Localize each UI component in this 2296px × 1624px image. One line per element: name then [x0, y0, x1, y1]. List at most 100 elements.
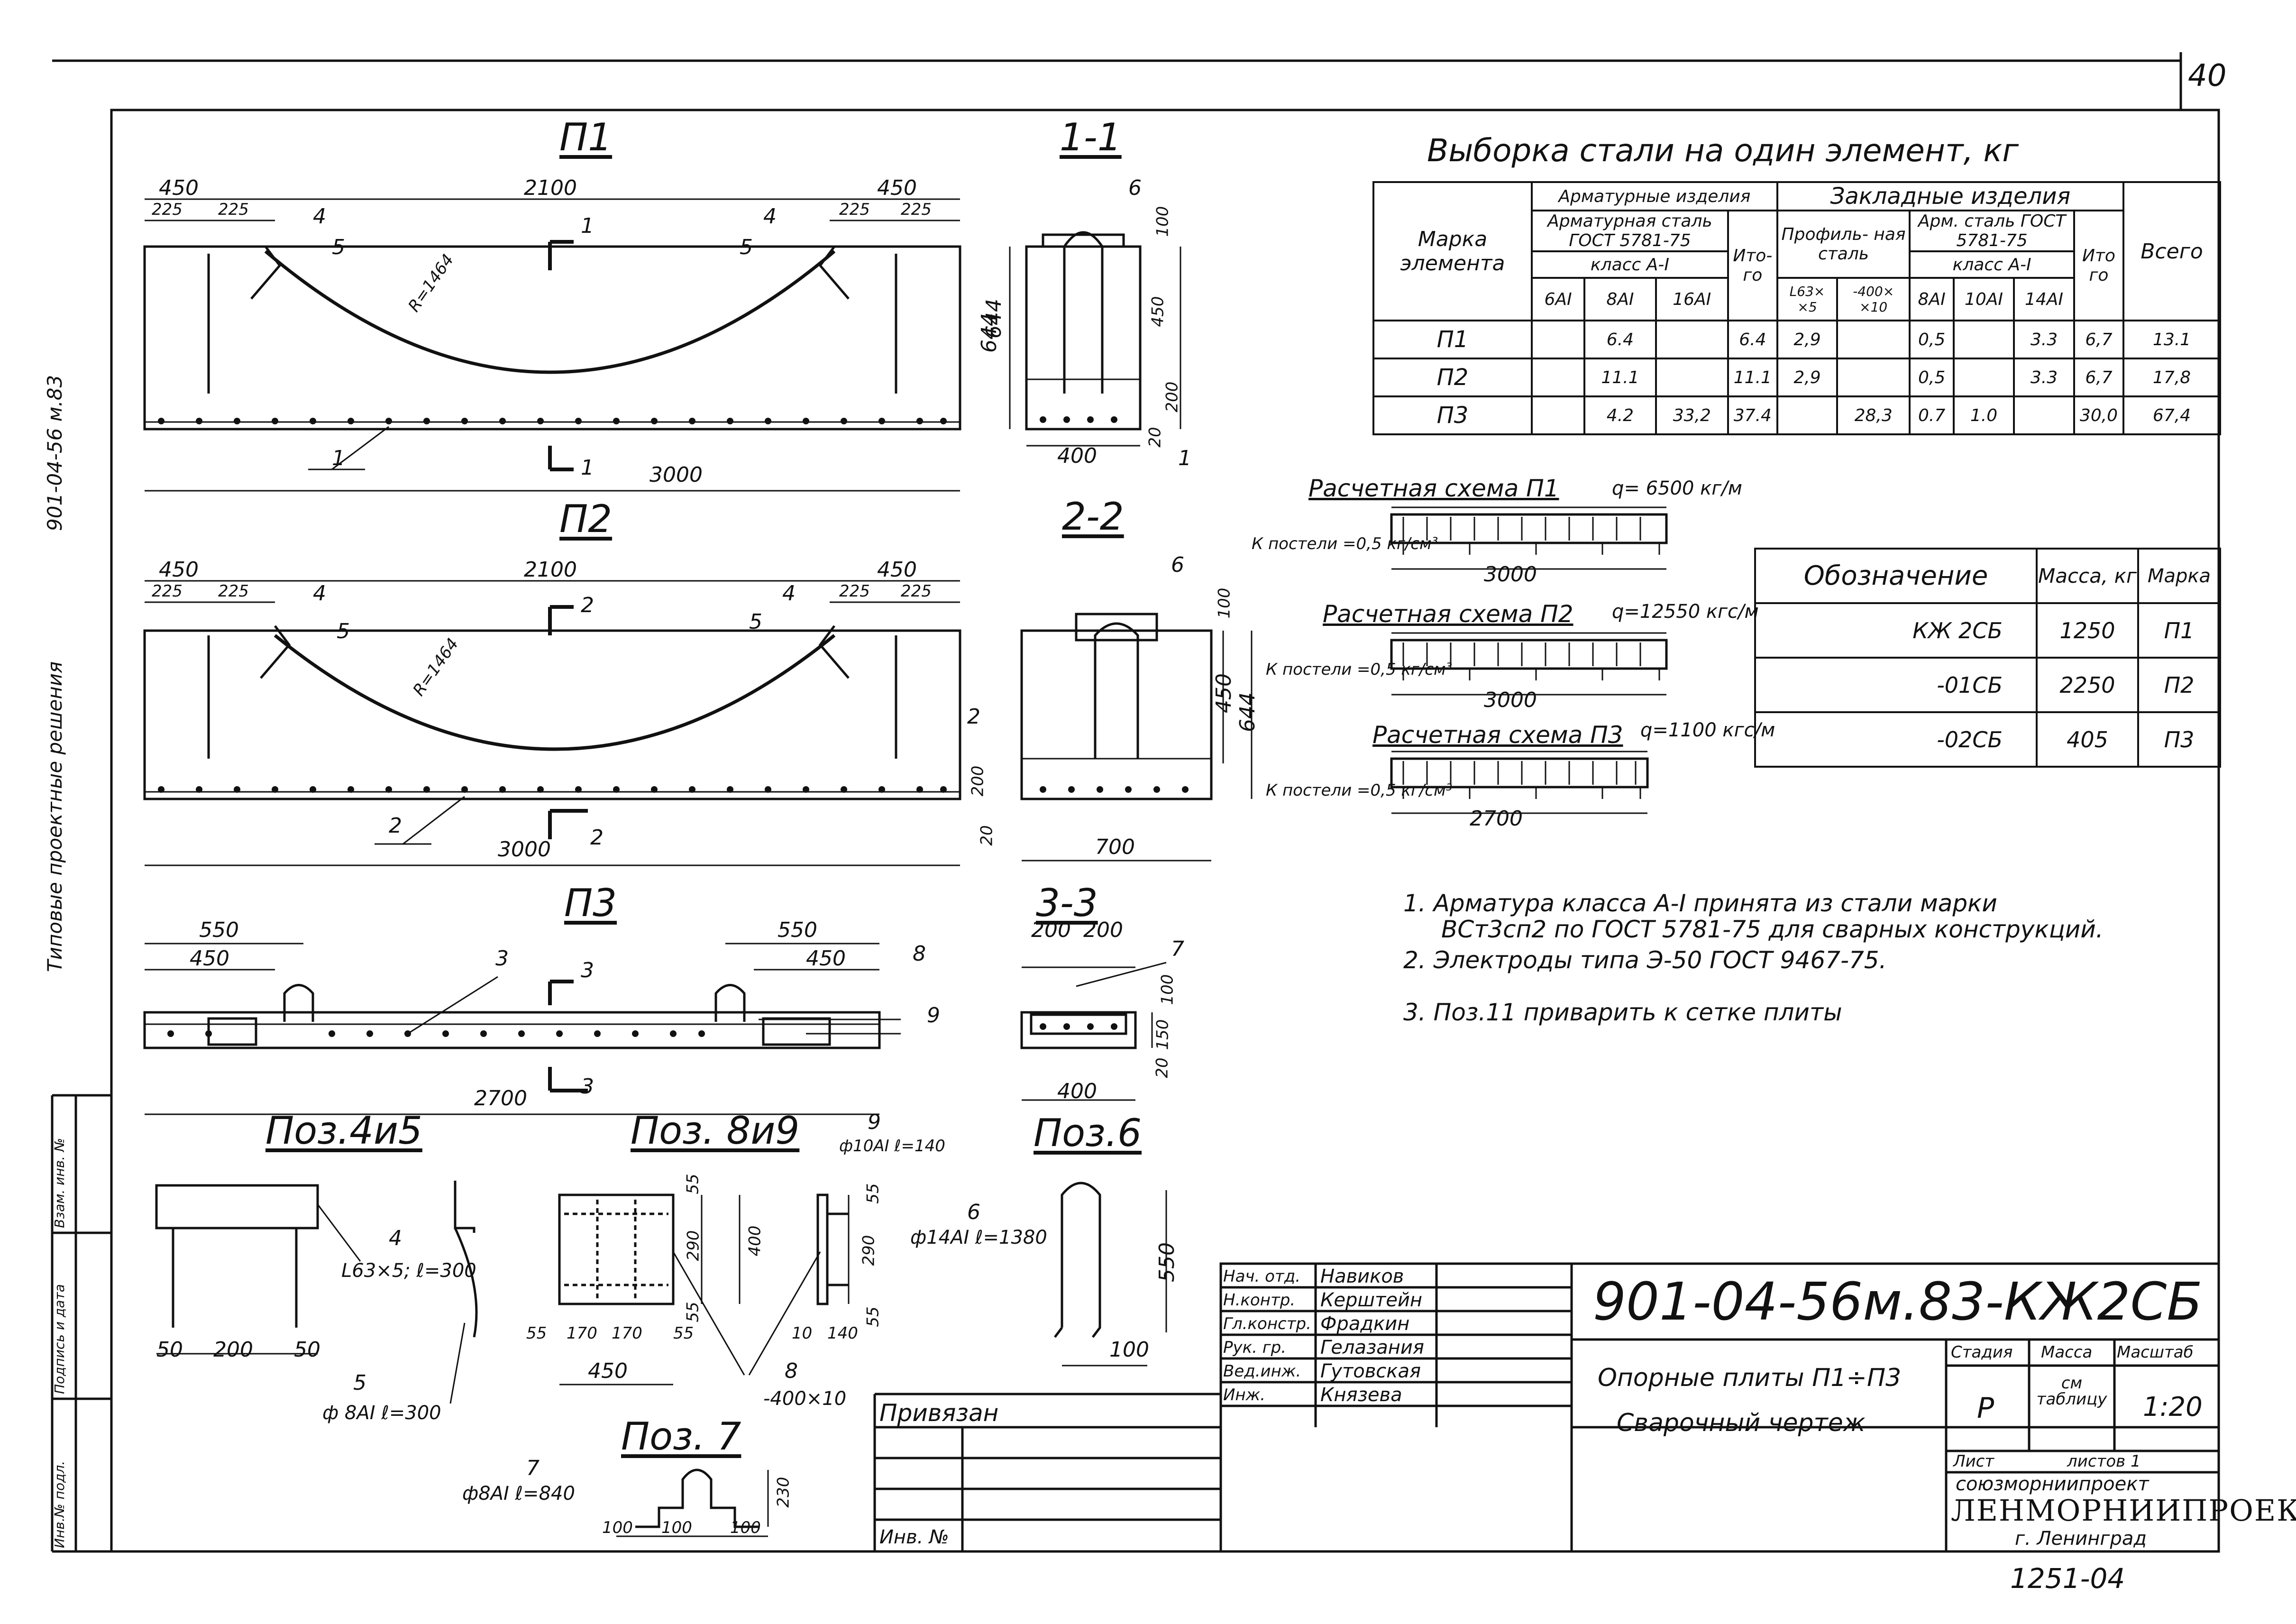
row-mark: П2	[1372, 358, 1533, 397]
th-16ai: 16AI	[1655, 277, 1729, 321]
load-arrows	[1402, 517, 1660, 799]
cell	[1655, 320, 1729, 359]
p3-pos-8: 8	[913, 942, 926, 966]
p1-dim-225c: 225	[839, 200, 870, 219]
poz89-pos-8: 8	[785, 1359, 798, 1383]
poz89-dim-170a: 170	[567, 1324, 597, 1343]
page-number: 40	[2188, 58, 2227, 93]
poz-4-5-drawing	[155, 1181, 478, 1404]
load-scheme-p3	[1390, 751, 1649, 814]
scheme-p3-support: К постели =0,5 кг/см³	[1266, 781, 1453, 800]
poz7-dim-100b: 100	[661, 1518, 692, 1537]
p2-title: П2	[559, 497, 613, 541]
s33-dim-20: 20	[1153, 1057, 1172, 1078]
s33-dim-200b: 200	[1083, 918, 1123, 942]
p3-dim-2700: 2700	[474, 1086, 527, 1110]
note-1b: ВСт3сп2 по ГОСТ 5781-75 для сварных конс…	[1441, 916, 2104, 943]
s33-pos-7: 7	[1171, 937, 1184, 961]
s33-dim-150: 150	[1153, 1019, 1172, 1050]
side-stamp-inv: Инв.№ подл.	[52, 1460, 67, 1548]
p2-pos-5a: 5	[337, 619, 350, 643]
poz45-pos4-spec: L63×5; ℓ=300	[341, 1260, 476, 1282]
scheme-p3-span: 2700	[1470, 807, 1523, 831]
poz89-dim-55e: 55	[863, 1183, 883, 1204]
p2-pos-2: 2	[389, 814, 402, 838]
th-class-a1: класс А-I	[1531, 250, 1729, 279]
p2-dim-450b: 450	[877, 558, 917, 582]
sheets-label: листов 1	[2067, 1452, 2141, 1471]
p1-pos-4a: 4	[313, 204, 326, 229]
cell-mark: П2	[2137, 657, 2221, 713]
s11-dim-100: 100	[1153, 206, 1172, 237]
note-3: 3. Поз.11 приварить к сетке плиты	[1403, 999, 1842, 1026]
th-class-a1-2: класс А-I	[1909, 250, 2075, 279]
left-margin-text: Типовые проектные решения	[43, 661, 66, 972]
cell-mass: 2250	[2036, 657, 2139, 713]
section-2-2	[1020, 613, 1253, 862]
scheme-p1-load: q= 6500 кг/м	[1612, 477, 1742, 499]
side-stamp-vzam: Взам. инв. №	[52, 1138, 67, 1228]
cell	[1530, 320, 1586, 359]
sheet-label: Лист	[1953, 1452, 1994, 1471]
inv-label: Инв. №	[879, 1526, 949, 1548]
s11-dim-644: 644	[981, 299, 1006, 339]
poz89-pos9-spec: ф10AI ℓ=140	[839, 1137, 945, 1156]
load-scheme-p1	[1390, 506, 1668, 570]
p2-section-mark-bottom: 2	[590, 826, 604, 850]
name-0: Навиков	[1320, 1266, 1404, 1287]
s22-dim-644: 644	[1235, 692, 1260, 732]
table-row: -02СБ 405 П3	[1754, 711, 2221, 768]
name-4: Гутовская	[1320, 1360, 1421, 1382]
p2-dim-225a: 225	[152, 582, 183, 601]
note-2: 2. Электроды типа Э-50 ГОСТ 9467-75.	[1403, 946, 1887, 974]
p2-dim-450a: 450	[159, 558, 199, 582]
cell-mass: 1250	[2036, 602, 2139, 659]
cell: 33,2	[1655, 395, 1729, 435]
poz45-dim-50a: 50	[156, 1338, 183, 1362]
s22-dim-20: 20	[977, 825, 997, 846]
cell: 6,7	[2073, 358, 2124, 397]
role-4: Вед.инж.	[1223, 1362, 1301, 1381]
scheme-p2-support: К постели =0,5 кг/см³	[1266, 660, 1453, 679]
p3-section-mark-top: 3	[581, 958, 594, 982]
doc-code: 901-04-56м.83-КЖ2СБ	[1593, 1271, 2203, 1332]
poz89-dim-290: 290	[684, 1230, 703, 1261]
cell: 3.3	[2012, 320, 2076, 359]
p1-dim-450b: 450	[877, 176, 917, 200]
table-row: П1 6.4 6.4 2,9 0,5 3.3 6,7 13.1	[1372, 320, 2221, 359]
th-armature: Арматурные изделия	[1531, 181, 1778, 211]
role-3: Рук. гр.	[1223, 1338, 1287, 1357]
poz-8-9-drawing	[558, 1193, 850, 1385]
cell: 0,5	[1909, 320, 1955, 359]
poz7-dim-230: 230	[774, 1477, 793, 1508]
th-armature-steel: Арматурная сталь ГОСТ 5781-75	[1531, 210, 1729, 252]
poz45-pos-5: 5	[353, 1371, 366, 1395]
s22-dim-450: 450	[1211, 673, 1236, 713]
scheme-p1-span: 3000	[1484, 562, 1537, 587]
load-scheme-p2	[1390, 632, 1668, 696]
s11-title: 1-1	[1060, 115, 1122, 159]
cell-mark: П3	[2137, 711, 2221, 768]
p2-elevation	[143, 580, 961, 866]
poz89-dim-55b: 55	[683, 1302, 703, 1322]
cell	[1530, 395, 1586, 435]
p2-section-mark-top: 2	[581, 593, 594, 617]
p1-elevation	[143, 198, 961, 492]
s22-dim-200: 200	[968, 765, 988, 797]
cell: 30,0	[2073, 395, 2124, 435]
cell-code: КЖ 2СБ	[1754, 602, 2038, 659]
th-total: Всего	[2122, 181, 2221, 321]
poz89-dim-170b: 170	[612, 1324, 642, 1343]
th-6ai: 6AI	[1530, 277, 1586, 321]
poz89-dim-55c: 55	[526, 1324, 547, 1343]
s33-dim-400: 400	[1057, 1079, 1097, 1103]
scheme-p3-title: Расчетная схема П3	[1372, 721, 1623, 749]
p3-dim-450a: 450	[190, 946, 229, 971]
p1-dim-450a: 450	[159, 176, 199, 200]
th-8ai: 8AI	[1583, 277, 1657, 321]
p2-dim-2100: 2100	[524, 558, 577, 582]
cell-code: -02СБ	[1754, 711, 2038, 768]
cell: 0,5	[1909, 358, 1955, 397]
cell: 67,4	[2122, 395, 2221, 435]
